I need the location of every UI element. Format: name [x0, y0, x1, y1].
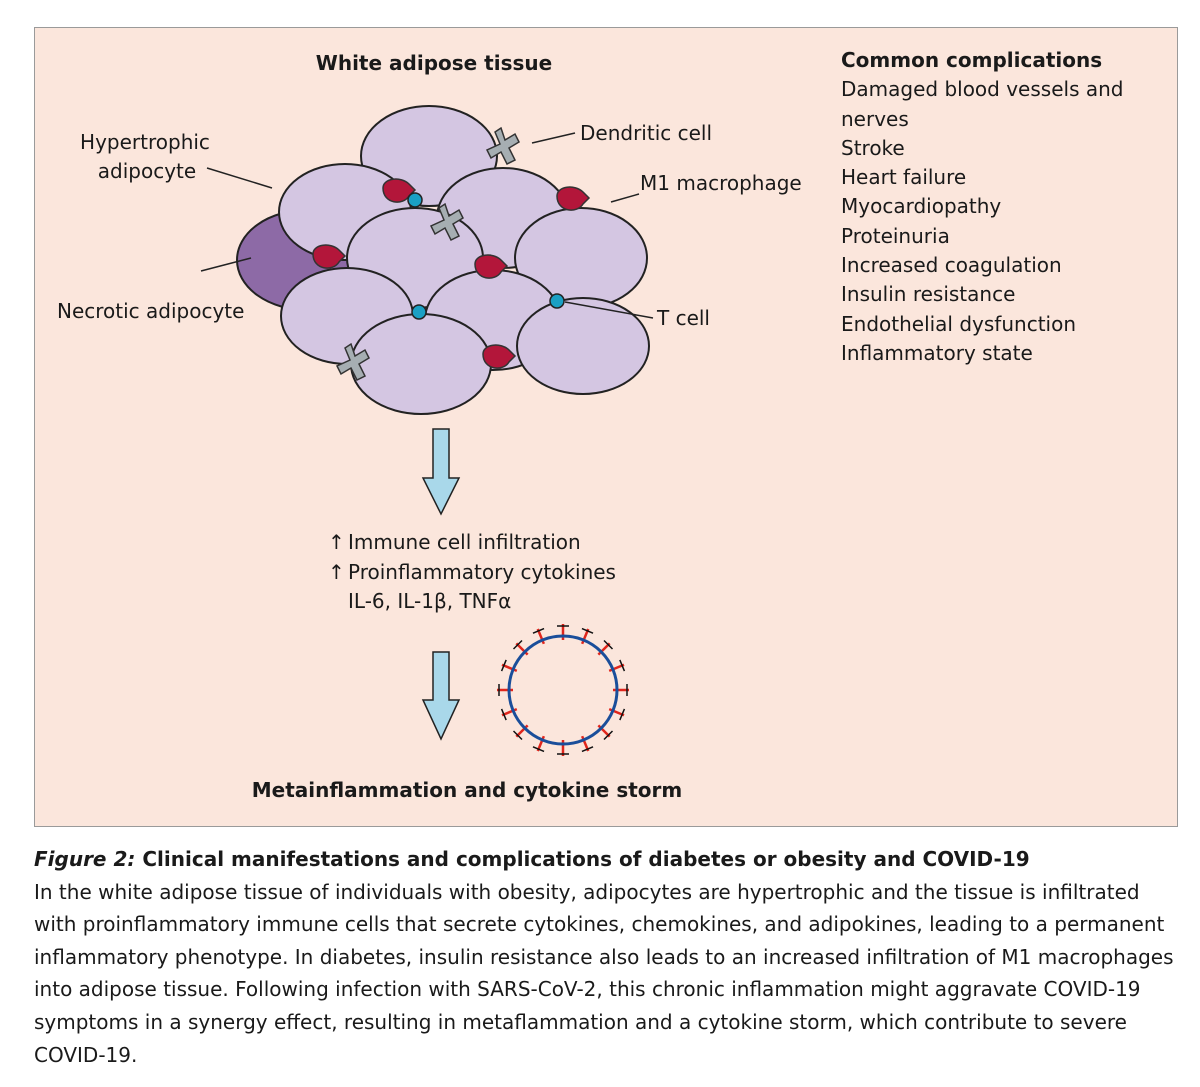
virus-spike-tip: [603, 730, 614, 741]
adipose-tissue-diagram: White adipose tissue: [57, 51, 802, 802]
complication-item: Increased coagulation: [841, 253, 1062, 278]
virus-spike-tip: [512, 730, 523, 741]
virus-spike-tip: [581, 746, 594, 753]
m1-macrophage-label: M1 macrophage: [640, 171, 802, 195]
virus-spike-tip: [581, 627, 594, 634]
m1-macrophage: [556, 186, 590, 211]
complication-item: Endothelial dysfunction: [841, 311, 1076, 336]
complications-list: Common complications Damaged blood vesse…: [841, 46, 1177, 368]
virus-spike-tip: [619, 659, 626, 672]
complication-item: Stroke: [841, 135, 905, 160]
complication-item: Proteinuria: [841, 223, 950, 248]
caption-body: In the white adipose tissue of individua…: [34, 879, 1174, 1067]
virus-spike-tip: [500, 659, 507, 672]
sars-cov-2-virus-icon: [497, 624, 629, 756]
t-cell-label: T cell: [656, 306, 710, 330]
virus-spike-tip: [532, 746, 545, 753]
flow-arrow-down-2: [421, 651, 461, 741]
complication-item: Heart failure: [841, 165, 967, 190]
virus-spike-tip: [619, 708, 626, 721]
t-cell: [411, 304, 427, 320]
hypertrophic-label-line2: adipocyte: [98, 159, 196, 183]
diagram-title: White adipose tissue: [316, 51, 552, 75]
virus-spike-tip: [532, 627, 545, 634]
dendritic-label: Dendritic cell: [580, 121, 712, 145]
t-cell: [407, 192, 423, 208]
leader-line-hypertrophic: [206, 167, 273, 189]
leader-line-tcell: [564, 301, 654, 319]
adipocyte: [350, 313, 492, 415]
hypertrophic-label-line1: Hypertrophic: [80, 130, 210, 154]
effect-cytokine-list: IL-6, IL-1β, TNFα: [348, 589, 512, 613]
complication-item: Insulin resistance: [841, 282, 1016, 307]
inflammation-effects: ↑Immune cell infiltration ↑Proinflammato…: [328, 528, 616, 617]
complication-item: Inflammatory state: [841, 340, 1033, 365]
up-arrow-icon: ↑: [328, 530, 345, 554]
effect-proinflammatory-cytokines: ↑Proinflammatory cytokines: [328, 558, 616, 588]
figure-caption: Figure 2: Clinical manifestations and co…: [34, 843, 1184, 1071]
figure-panel: White adipose tissue: [34, 27, 1178, 827]
leader-line-dendritic: [531, 132, 576, 144]
necrotic-label: Necrotic adipocyte: [57, 299, 244, 323]
complications-heading: Common complications: [841, 48, 1103, 72]
complication-item: Myocardiopathy: [841, 194, 1002, 219]
figure-label: Figure 2:: [34, 847, 136, 871]
leader-line-necrotic: [200, 257, 252, 272]
complication-item: Damaged blood vessels and nerves: [841, 77, 1124, 131]
up-arrow-icon: ↑: [328, 559, 345, 584]
t-cell: [549, 293, 565, 309]
adipocyte-cluster: [236, 105, 650, 415]
flow-arrow-down-1: [421, 428, 461, 516]
leader-line-m1: [610, 193, 640, 203]
virus-spike-tip: [603, 639, 614, 650]
bottom-title: Metainflammation and cytokine storm: [252, 778, 683, 802]
virus-spike-tip: [500, 708, 507, 721]
virus-spike-tip: [512, 639, 523, 650]
effect-immune-infiltration: ↑Immune cell infiltration: [328, 528, 616, 558]
adipocyte: [516, 297, 650, 395]
caption-title: Figure 2: Clinical manifestations and co…: [34, 847, 1030, 871]
